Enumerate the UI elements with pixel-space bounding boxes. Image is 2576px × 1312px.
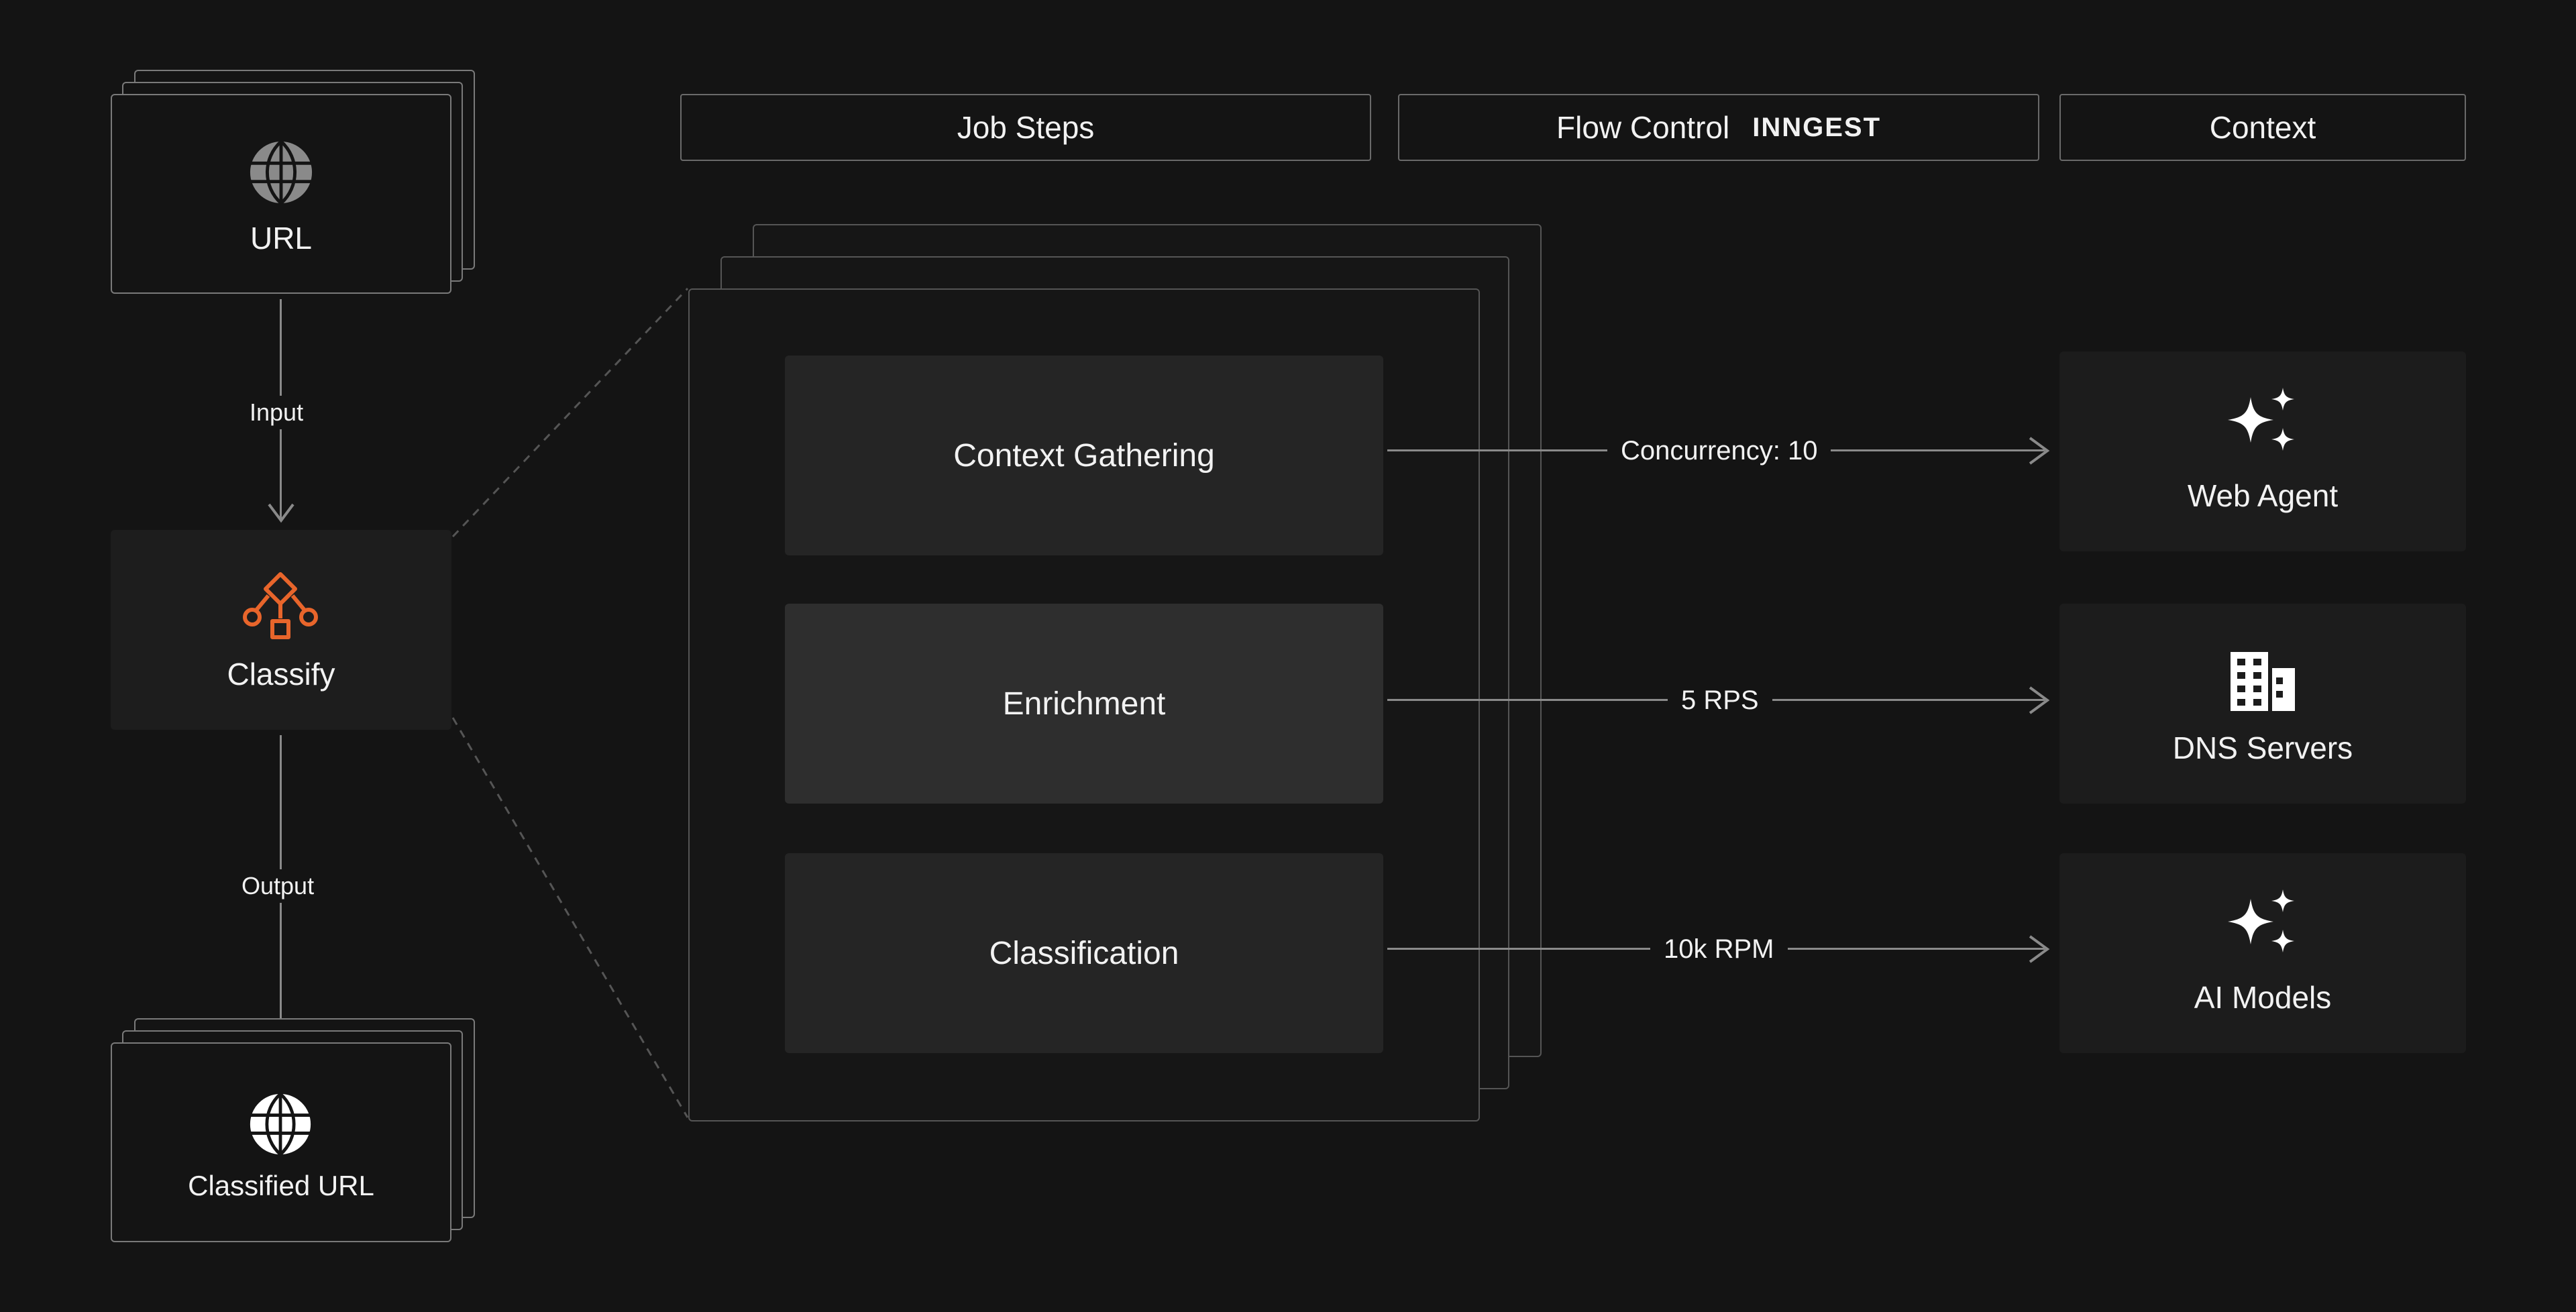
sparkles-icon xyxy=(2228,889,2294,952)
step-enrichment: Enrichment xyxy=(785,604,1383,804)
input-arrowhead xyxy=(268,503,294,523)
job-steps-header-label: Job Steps xyxy=(957,110,1095,145)
step-label: Enrichment xyxy=(1002,686,1166,722)
step-classification: Classification xyxy=(785,853,1383,1053)
flow-arrowhead xyxy=(2029,935,2050,963)
input-edge-label: Input xyxy=(239,396,315,429)
inngest-logo: INNGEST xyxy=(1752,112,1881,142)
globe-icon xyxy=(250,140,313,205)
context-dns-servers: DNS Servers xyxy=(2059,604,2466,804)
flow-label-concurrency: Concurrency: 10 xyxy=(1607,433,1831,469)
building-icon xyxy=(2231,652,2295,711)
flow-label-rps: 5 RPS xyxy=(1668,683,1772,718)
classify-node-label: Classify xyxy=(227,657,335,692)
classified-url-node-label: Classified URL xyxy=(188,1170,374,1201)
context-label: Web Agent xyxy=(2187,478,2339,513)
step-context-gathering: Context Gathering xyxy=(785,356,1383,555)
context-label: DNS Servers xyxy=(2172,730,2353,765)
context-web-agent: Web Agent xyxy=(2059,351,2466,551)
context-ai-models: AI Models xyxy=(2059,853,2466,1053)
url-node-label: URL xyxy=(250,221,313,256)
flow-arrowhead xyxy=(2029,437,2050,465)
context-label: AI Models xyxy=(2194,980,2332,1015)
context-header: Context xyxy=(2059,94,2466,161)
flow-control-header-label: Flow Control xyxy=(1556,110,1730,145)
context-header-label: Context xyxy=(2209,110,2316,145)
globe-icon xyxy=(250,1093,311,1156)
flow-control-header: Flow Control INNGEST xyxy=(1398,94,2039,161)
flow-arrowhead xyxy=(2029,686,2050,714)
step-label: Context Gathering xyxy=(953,437,1215,474)
workflow-icon xyxy=(243,572,318,639)
sparkles-icon xyxy=(2228,388,2294,451)
job-steps-header: Job Steps xyxy=(680,94,1371,161)
flow-label-rpm: 10k RPM xyxy=(1650,932,1788,967)
step-label: Classification xyxy=(989,935,1179,971)
classify-node xyxy=(111,530,451,730)
output-edge-label: Output xyxy=(231,869,325,903)
